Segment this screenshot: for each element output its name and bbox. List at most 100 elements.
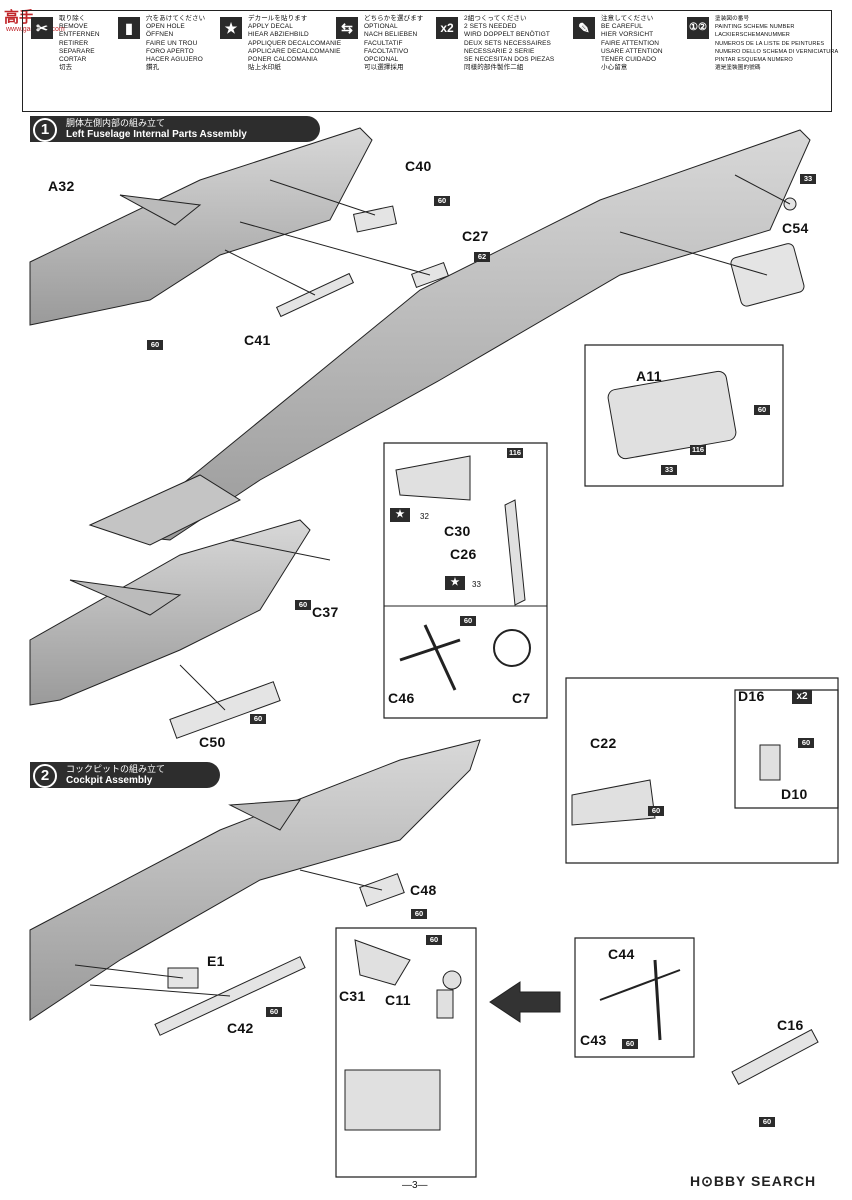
label-a11: A11 bbox=[636, 368, 662, 384]
legend-text: OPTIONAL bbox=[364, 23, 398, 31]
legend-text: DEUX SETS NECESSAIRES bbox=[464, 39, 551, 47]
hobby-search-watermark: H⊙BBY SEARCH bbox=[690, 1173, 817, 1189]
step-title-jp: 胴体左側内部の組み立て bbox=[66, 118, 166, 128]
legend-open-hole: ▮ 穴をあけてください OPEN HOLE ÖFFNEN FAIRE UN TR… bbox=[118, 15, 218, 107]
fuselage-cockpit-assembly bbox=[29, 739, 481, 1021]
paint-code: 60 bbox=[759, 1117, 775, 1127]
legend-text: PAINTING SCHEME NUMBER bbox=[715, 24, 795, 31]
decal-star-icon: ★ bbox=[445, 576, 465, 590]
legend-remove: ✂ 取り除く REMOVE ENTFERNEN RETIRER SEPARARE… bbox=[31, 15, 131, 107]
paint-code: 60 bbox=[411, 909, 427, 919]
legend-text: NACH BELIEBEN bbox=[364, 31, 418, 39]
label-c48: C48 bbox=[410, 882, 437, 898]
step-number: 1 bbox=[33, 118, 57, 142]
decal-number: 33 bbox=[472, 580, 481, 589]
x2-badge: x2 bbox=[792, 690, 812, 704]
label-d16: D16 bbox=[738, 688, 765, 704]
step-2-header: 2 コックピットの組み立て Cockpit Assembly bbox=[30, 762, 220, 788]
step-title-en: Left Fuselage Internal Parts Assembly bbox=[66, 129, 247, 140]
legend-text: 選是塗裝圖的號碼 bbox=[715, 65, 761, 72]
paint-code: 60 bbox=[295, 600, 311, 610]
legend-text: SEPARARE bbox=[59, 47, 95, 55]
legend-text: APPLIQUER DECALCOMANIE bbox=[248, 39, 342, 47]
label-c16: C16 bbox=[777, 1017, 804, 1033]
label-c26: C26 bbox=[450, 546, 477, 562]
label-c30: C30 bbox=[444, 523, 471, 539]
legend-text: ÖFFNEN bbox=[146, 31, 174, 39]
legend-text: APPLICARE DECALCOMANIE bbox=[248, 47, 341, 55]
step-number: 2 bbox=[33, 764, 57, 788]
legend-text: 同樣的部件製作二組 bbox=[464, 64, 524, 72]
hole-icon: ▮ bbox=[118, 17, 140, 39]
site-watermark: 高手 bbox=[4, 9, 35, 26]
label-c43: C43 bbox=[580, 1032, 607, 1048]
careful-icon: ✎ bbox=[573, 17, 595, 39]
legend-text: FAIRE ATTENTION bbox=[601, 39, 660, 47]
label-c50: C50 bbox=[199, 734, 226, 750]
legend-text: HIER VORSICHT bbox=[601, 31, 654, 39]
legend-text: 鑽孔 bbox=[146, 64, 160, 72]
legend-text: NUMEROS DE LA LISTE DE PEINTURES bbox=[715, 40, 825, 47]
label-c31: C31 bbox=[339, 988, 366, 1004]
legend-text: 注意してください bbox=[601, 15, 654, 22]
label-c11: C11 bbox=[385, 992, 411, 1008]
label-c40: C40 bbox=[405, 158, 432, 174]
part-c16 bbox=[731, 1029, 819, 1085]
label-c54: C54 bbox=[782, 220, 809, 236]
legend-text: WIRD DOPPELT BENÖTIGT bbox=[464, 31, 551, 39]
paint-code: 60 bbox=[460, 616, 476, 626]
paint-code: 62 bbox=[474, 252, 490, 262]
part-c40 bbox=[352, 205, 398, 233]
legend-text: 穴をあけてください bbox=[146, 15, 206, 22]
label-c44: C44 bbox=[608, 946, 635, 962]
scissors-icon: ✂ bbox=[31, 17, 53, 39]
label-c46: C46 bbox=[388, 690, 415, 706]
x2-icon: x2 bbox=[436, 17, 458, 39]
legend-text: HIEAR ABZIEHBILD bbox=[248, 31, 309, 39]
legend-text: 塗装図の番号 bbox=[715, 16, 750, 22]
legend-text: 取り除く bbox=[59, 15, 86, 22]
legend-text: USARE ATTENTION bbox=[601, 47, 663, 55]
legend-text: APPLY DECAL bbox=[248, 23, 293, 31]
legend-text: NUMERO DELLO SCHEMA DI VERNICIATURA bbox=[715, 48, 839, 55]
part-a11-instrument-panel bbox=[730, 243, 805, 307]
paint-code: 116 bbox=[690, 445, 706, 455]
label-c7: C7 bbox=[512, 690, 531, 706]
legend-text: HACER AGUJERO bbox=[146, 56, 203, 64]
paint-code: 116 bbox=[507, 448, 523, 458]
legend-optional: ⇆ どちらかを選びます OPTIONAL NACH BELIEBEN FACUL… bbox=[336, 15, 436, 107]
label-e1: E1 bbox=[207, 953, 225, 969]
panel-c26 bbox=[504, 499, 526, 606]
legend-text: CORTAR bbox=[59, 56, 87, 64]
paint-code: 60 bbox=[426, 935, 442, 945]
paint-code: 60 bbox=[147, 340, 163, 350]
legend-text: 切去 bbox=[59, 64, 73, 72]
legend-text: LACKIERSCHEMANUMMER bbox=[715, 32, 790, 39]
paint-code: 60 bbox=[798, 738, 814, 748]
step-title-jp: コックピットの組み立て bbox=[66, 764, 166, 774]
legend-text: SE NECESITAN DOS PIEZAS bbox=[464, 56, 555, 64]
label-c27: C27 bbox=[462, 228, 489, 244]
label-c37: C37 bbox=[312, 604, 339, 620]
label-c22: C22 bbox=[590, 735, 617, 751]
tail-fin-top bbox=[119, 194, 202, 226]
legend-text: ENTFERNEN bbox=[59, 31, 100, 39]
legend-text: OPCIONAL bbox=[364, 56, 399, 64]
legend-text: BE CAREFUL bbox=[601, 23, 643, 31]
large-arrow bbox=[489, 981, 561, 1023]
nose-top-wing bbox=[69, 579, 182, 616]
legend-text: TENER CUIDADO bbox=[601, 56, 657, 64]
paint-code: 60 bbox=[266, 1007, 282, 1017]
fuselage-forward bbox=[29, 519, 311, 706]
legend-text: FACULTATIF bbox=[364, 39, 403, 47]
fuselage-half-aft bbox=[29, 127, 373, 326]
optional-icon: ⇆ bbox=[336, 17, 358, 39]
callout-c22-seat bbox=[565, 677, 839, 864]
decal-star-icon: ★ bbox=[390, 508, 410, 522]
legend-text: PONER CALCOMANIA bbox=[248, 56, 318, 64]
legend-text: FACOLTATIVO bbox=[364, 47, 409, 55]
legend-text: NECESSARIE 2 SERIE bbox=[464, 47, 535, 55]
paint-code: 60 bbox=[434, 196, 450, 206]
decal-number: 32 bbox=[420, 512, 429, 521]
